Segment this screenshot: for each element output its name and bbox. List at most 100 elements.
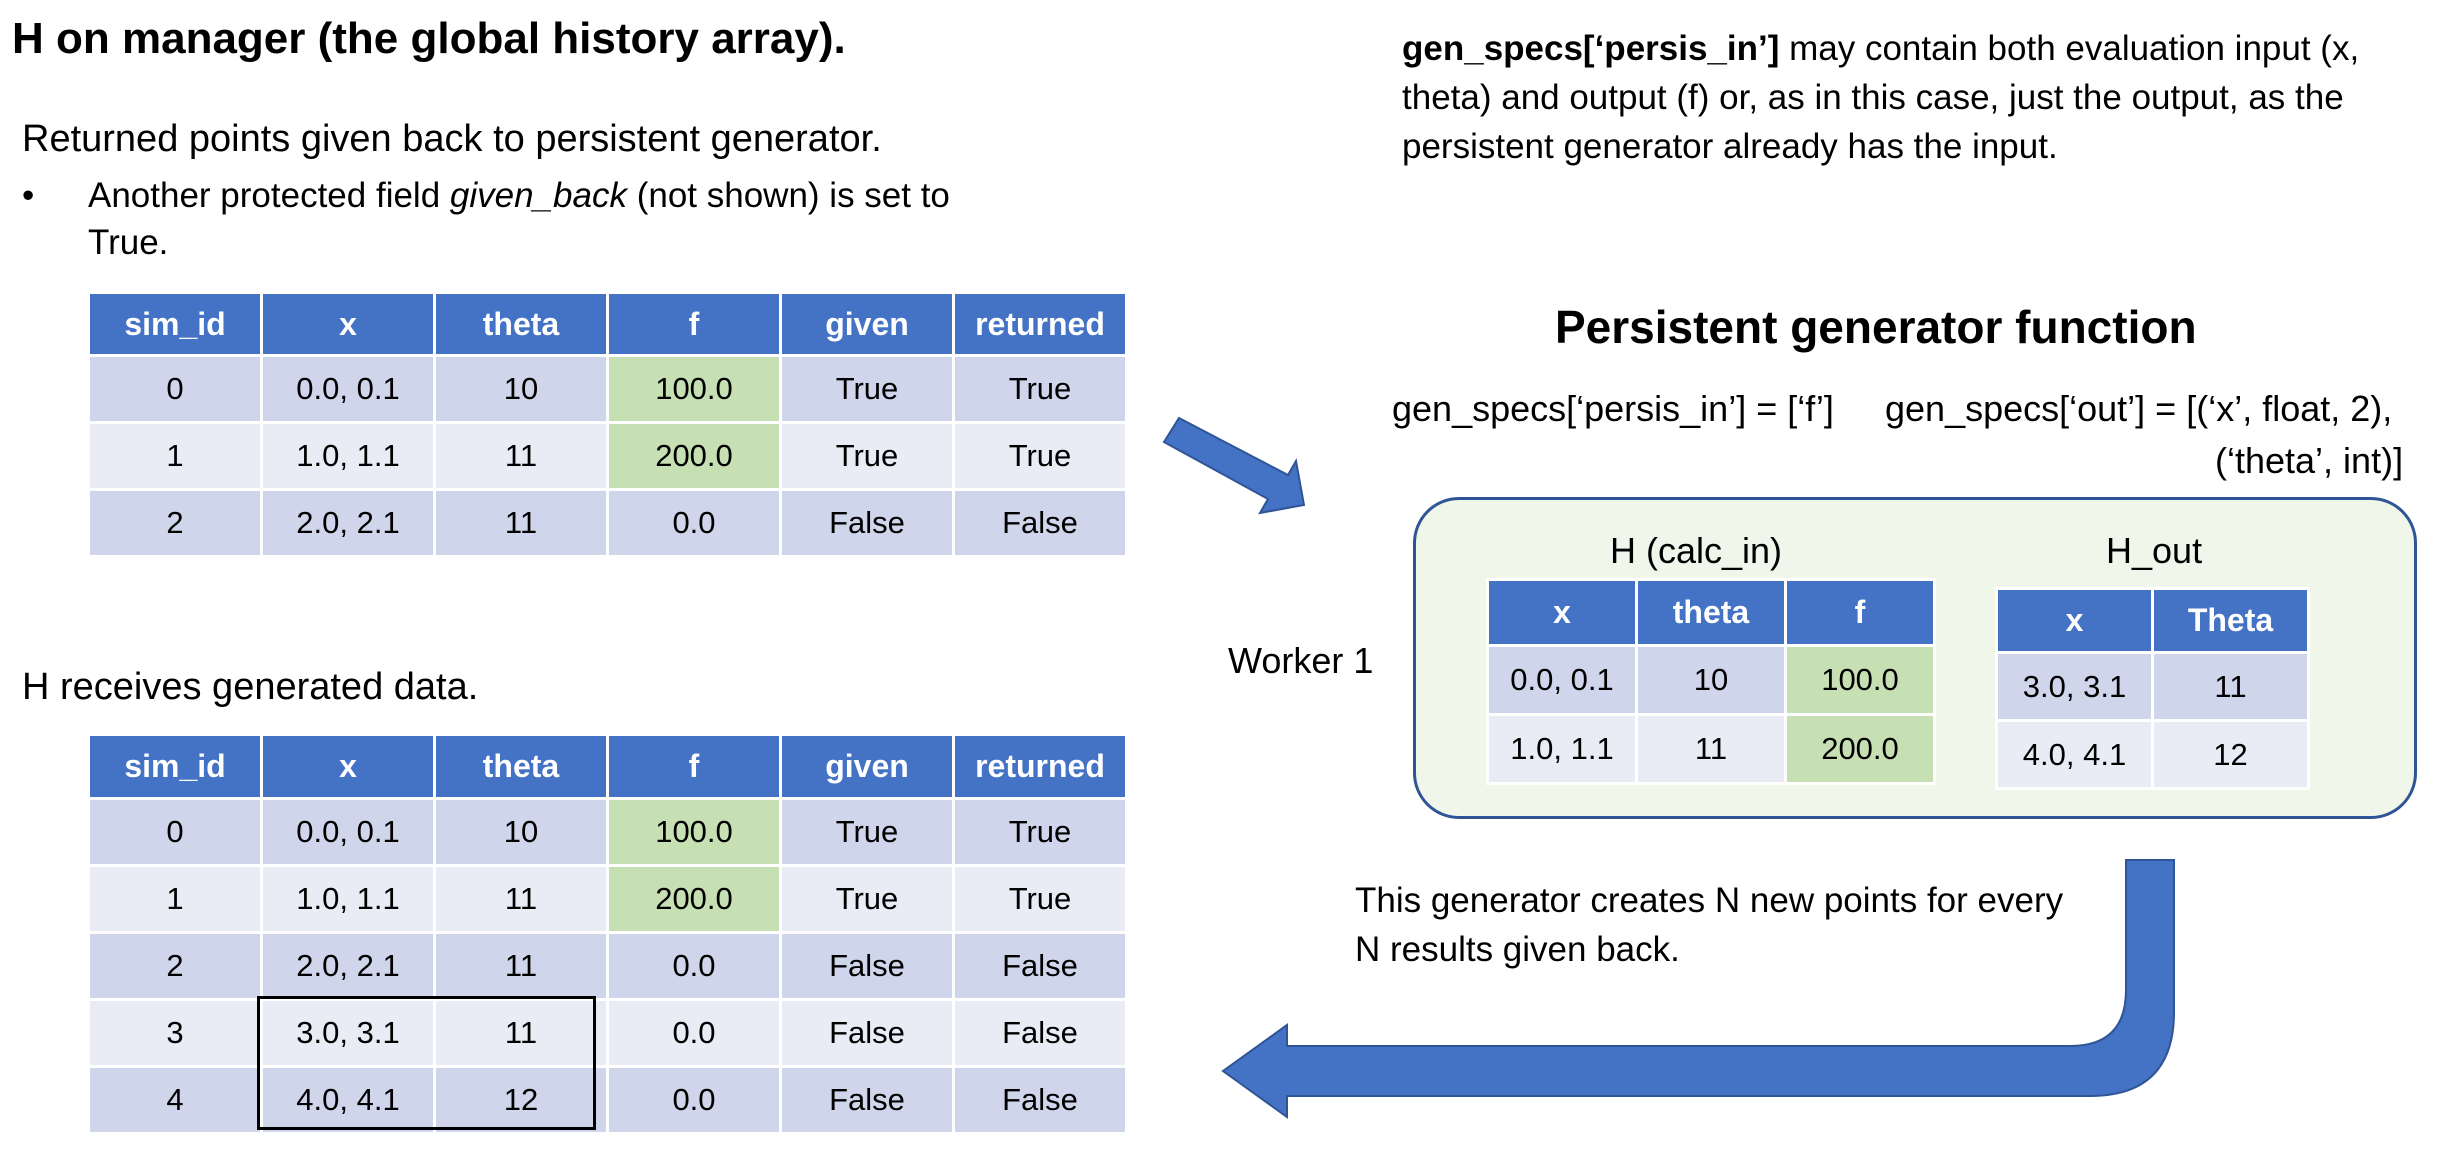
spec-out-line1: gen_specs[‘out’] = [(‘x’, float, 2), bbox=[1885, 388, 2393, 429]
table-cell: 1 bbox=[87, 421, 263, 491]
table-row: 0.0, 0.1 10 100.0 bbox=[1486, 644, 1936, 716]
table-row: 4.0, 4.1 12 bbox=[1995, 719, 2310, 790]
h-out-label: H_out bbox=[2106, 530, 2203, 571]
table-cell: 0 bbox=[87, 354, 263, 424]
table-cell: False bbox=[779, 931, 955, 1001]
returned-table: sim_id x theta f given returned 0 0.0, 0… bbox=[87, 291, 1128, 558]
table-cell: 0.0 bbox=[606, 998, 782, 1068]
table-cell: 10 bbox=[433, 797, 609, 867]
generator-title: Persistent generator function bbox=[1555, 301, 2197, 353]
bullet-text-field: given_back bbox=[449, 176, 627, 215]
table-row: 4 4.0, 4.1 12 0.0 False False bbox=[87, 1065, 1128, 1135]
received-table: sim_id x theta f given returned 0 0.0, 0… bbox=[87, 733, 1128, 1135]
table-cell: 12 bbox=[433, 1065, 609, 1135]
spec-persis-in: gen_specs[‘persis_in’] = [‘f’] bbox=[1392, 388, 1834, 429]
table-header-row: sim_id x theta f given returned bbox=[87, 733, 1128, 800]
table-cell: 2 bbox=[87, 931, 263, 1001]
header-cell: theta bbox=[433, 291, 609, 357]
header-cell: f bbox=[606, 291, 782, 357]
table-cell: 2 bbox=[87, 488, 263, 558]
table-cell: 2.0, 2.1 bbox=[260, 488, 436, 558]
header-cell: returned bbox=[952, 733, 1128, 800]
header-cell: sim_id bbox=[87, 291, 263, 357]
table-cell: 1.0, 1.1 bbox=[260, 864, 436, 934]
table-cell: False bbox=[779, 1065, 955, 1135]
table-cell: 11 bbox=[433, 864, 609, 934]
table-cell: 11 bbox=[2151, 651, 2310, 722]
table-cell: False bbox=[952, 998, 1128, 1068]
table-cell: 200.0 bbox=[1784, 713, 1936, 785]
page-title: H on manager (the global history array). bbox=[12, 14, 846, 63]
table-cell: 0.0 bbox=[606, 1065, 782, 1135]
worker-label: Worker 1 bbox=[1228, 640, 1374, 681]
header-cell: f bbox=[1784, 578, 1936, 647]
calc-in-label: H (calc_in) bbox=[1610, 530, 1783, 571]
table-cell: 11 bbox=[433, 931, 609, 1001]
h-out-table: x Theta 3.0, 3.1 11 4.0, 4.1 12 bbox=[1995, 587, 2310, 790]
table-cell: 2.0, 2.1 bbox=[260, 931, 436, 1001]
table-cell: True bbox=[952, 421, 1128, 491]
table-cell: 10 bbox=[1635, 644, 1787, 716]
returned-heading: Returned points given back to persistent… bbox=[22, 118, 882, 160]
header-cell: Theta bbox=[2151, 587, 2310, 654]
table-cell: True bbox=[952, 864, 1128, 934]
table-cell: 100.0 bbox=[1784, 644, 1936, 716]
table-cell: 200.0 bbox=[606, 864, 782, 934]
arrow-back-to-manager-icon bbox=[1221, 859, 2175, 1119]
returned-bullet: • Another protected field given_back (no… bbox=[22, 172, 982, 266]
header-cell: x bbox=[1995, 587, 2154, 654]
header-cell: given bbox=[779, 733, 955, 800]
table-row: 1.0, 1.1 11 200.0 bbox=[1486, 713, 1936, 785]
table-cell: 4.0, 4.1 bbox=[1995, 719, 2154, 790]
table-cell: 100.0 bbox=[606, 797, 782, 867]
table-cell: 3 bbox=[87, 998, 263, 1068]
table-cell: False bbox=[779, 998, 955, 1068]
table-cell: True bbox=[952, 354, 1128, 424]
table-row: 3 3.0, 3.1 11 0.0 False False bbox=[87, 998, 1128, 1068]
table-cell: 10 bbox=[433, 354, 609, 424]
header-cell: x bbox=[260, 733, 436, 800]
table-cell: 200.0 bbox=[606, 421, 782, 491]
table-cell: 0.0, 0.1 bbox=[1486, 644, 1638, 716]
table-header-row: x Theta bbox=[1995, 587, 2310, 654]
generator-note: This generator creates N new points for … bbox=[1355, 881, 2064, 969]
bullet-symbol: • bbox=[22, 176, 35, 215]
header-cell: given bbox=[779, 291, 955, 357]
persis-in-note: gen_specs[‘persis_in’] may contain both … bbox=[1402, 24, 2362, 171]
table-cell: 11 bbox=[433, 421, 609, 491]
table-cell: 1.0, 1.1 bbox=[1486, 713, 1638, 785]
header-cell: sim_id bbox=[87, 733, 263, 800]
calc-in-table: x theta f 0.0, 0.1 10 100.0 1.0, 1.1 11 … bbox=[1486, 578, 1936, 785]
header-cell: theta bbox=[1635, 578, 1787, 647]
table-header-row: sim_id x theta f given returned bbox=[87, 291, 1128, 357]
table-cell: 3.0, 3.1 bbox=[1995, 651, 2154, 722]
table-cell: 0.0, 0.1 bbox=[260, 354, 436, 424]
bullet-text-pre: Another protected field bbox=[88, 176, 450, 215]
table-cell: True bbox=[952, 797, 1128, 867]
table-cell: False bbox=[952, 488, 1128, 558]
table-cell: False bbox=[779, 488, 955, 558]
receives-heading: H receives generated data. bbox=[22, 666, 479, 708]
persis-in-note-text: may contain both evaluation input (x, th… bbox=[1402, 29, 2360, 166]
table-row: 1 1.0, 1.1 11 200.0 True True bbox=[87, 421, 1128, 491]
table-cell: False bbox=[952, 931, 1128, 1001]
table-cell: 0 bbox=[87, 797, 263, 867]
header-cell: x bbox=[1486, 578, 1638, 647]
spec-out-line2: (‘theta’, int)] bbox=[2215, 440, 2404, 481]
table-row: 2 2.0, 2.1 11 0.0 False False bbox=[87, 931, 1128, 1001]
table-cell: 11 bbox=[433, 998, 609, 1068]
bullet-text-post: (not shown) is set to True. bbox=[88, 176, 950, 262]
table-row: 0 0.0, 0.1 10 100.0 True True bbox=[87, 797, 1128, 867]
new-points-highlight-box bbox=[257, 996, 596, 1130]
table-cell: 0.0, 0.1 bbox=[260, 797, 436, 867]
persis-in-note-bold: gen_specs[‘persis_in’] bbox=[1402, 29, 1780, 68]
table-cell: 12 bbox=[2151, 719, 2310, 790]
table-cell: True bbox=[779, 797, 955, 867]
table-row: 3.0, 3.1 11 bbox=[1995, 651, 2310, 722]
table-cell: True bbox=[779, 864, 955, 934]
table-cell: True bbox=[779, 354, 955, 424]
table-cell: 4 bbox=[87, 1065, 263, 1135]
table-cell: 3.0, 3.1 bbox=[260, 998, 436, 1068]
table-row: 2 2.0, 2.1 11 0.0 False False bbox=[87, 488, 1128, 558]
